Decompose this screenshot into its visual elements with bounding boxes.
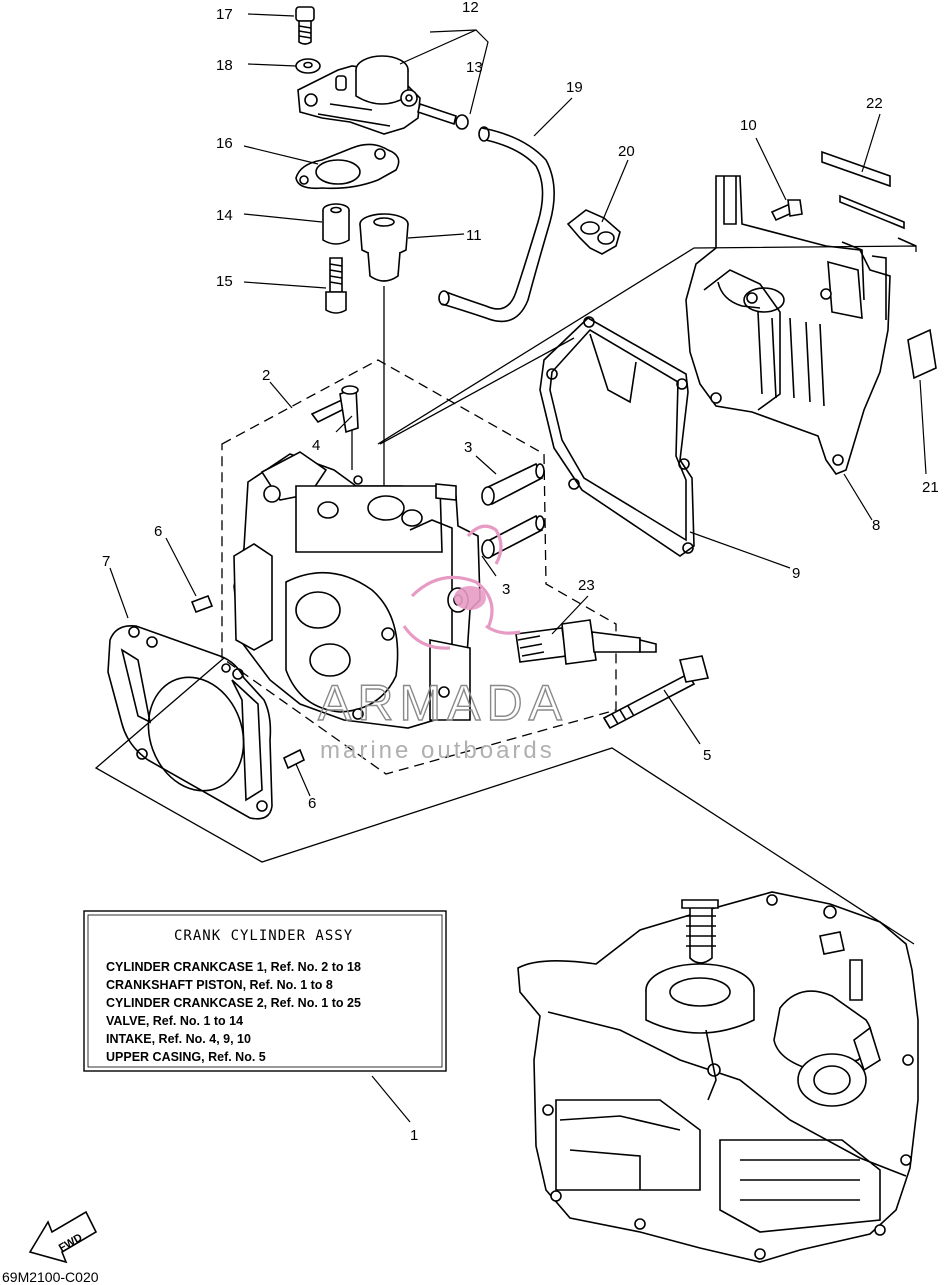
callout-6b: 6 (308, 795, 316, 812)
fitting-4 (310, 385, 359, 470)
callout-3b: 3 (502, 581, 510, 598)
callout-leaders (109, 13, 927, 1123)
diagram-code: 69M2100-C020 (2, 1269, 99, 1285)
callout-22: 22 (866, 95, 883, 112)
bolt-5 (602, 655, 710, 730)
callout-18: 18 (216, 57, 233, 74)
callout-6a: 6 (154, 523, 162, 540)
collar-14 (322, 203, 350, 245)
callout-12: 12 (462, 0, 479, 16)
callout-19: 19 (566, 79, 583, 96)
dashed-assembly-box-2 (221, 359, 617, 775)
plug-3a (481, 462, 545, 506)
callout-14: 14 (216, 207, 233, 224)
screw-13 (417, 102, 469, 130)
legend-line-5: INTAKE, Ref. No. 4, 9, 10 (106, 1032, 251, 1046)
gasket-9 (539, 316, 695, 557)
callout-4: 4 (312, 437, 320, 454)
callout-2: 2 (262, 367, 270, 384)
assembly-leader-lines (94, 245, 917, 945)
gasket-16 (295, 143, 400, 190)
plug-3b (481, 514, 545, 559)
crankcase-assembly-1 (517, 891, 919, 1263)
fwd-arrow-icon: FWD (28, 1210, 98, 1264)
callout-23: 23 (578, 577, 595, 594)
callout-1: 1 (410, 1127, 418, 1144)
callout-11: 11 (466, 227, 482, 244)
callout-7: 7 (102, 553, 110, 570)
callout-5: 5 (703, 747, 711, 764)
legend-line-6: UPPER CASING, Ref. No. 5 (106, 1050, 266, 1064)
legend-box: CRANK CYLINDER ASSY CYLINDER CRANKCASE 1… (83, 910, 447, 1072)
callout-9: 9 (792, 565, 800, 582)
callout-8: 8 (872, 517, 880, 534)
callout-17: 17 (216, 6, 233, 23)
dowel-pin-6b (282, 748, 306, 770)
callout-15: 15 (216, 273, 233, 290)
callout-21: 21 (922, 479, 939, 496)
legend-line-3: CYLINDER CRANKCASE 2, Ref. No. 1 to 25 (106, 996, 361, 1010)
thermostat-cover-12 (297, 55, 421, 135)
callout-numbers: 1 2 3 3 4 5 6 6 7 8 9 10 11 12 13 14 15 … (102, 0, 939, 1144)
watermark-brand: ARMADA (318, 675, 568, 731)
spark-plug-23 (515, 619, 657, 665)
tag-21 (907, 328, 937, 380)
head-gasket-7 (107, 624, 273, 820)
legend-line-1: CYLINDER CRANKCASE 1, Ref. No. 2 to 18 (106, 960, 361, 974)
callout-16: 16 (216, 135, 233, 152)
washer-18 (295, 58, 321, 74)
watermark-logo-accent (402, 524, 521, 650)
legend-line-4: VALVE, Ref. No. 1 to 14 (106, 1014, 243, 1028)
clip-20 (566, 209, 621, 255)
watermark-tagline: marine outboards (320, 737, 555, 764)
hose-19 (438, 126, 555, 323)
callout-10: 10 (740, 117, 757, 134)
legend-line-2: CRANKSHAFT PISTON, Ref. No. 1 to 8 (106, 978, 333, 992)
bolt-17 (295, 6, 315, 45)
callout-3a: 3 (464, 439, 472, 456)
callout-13: 13 (466, 59, 483, 76)
cylinder-block-2 (233, 451, 481, 729)
bolt-15 (325, 257, 347, 314)
label-22 (821, 150, 917, 247)
legend-title: CRANK CYLINDER ASSY (174, 928, 353, 944)
bolt-10 (770, 199, 803, 222)
thermostat-11 (359, 213, 409, 520)
callout-20: 20 (618, 143, 635, 160)
dowel-pin-6a (190, 594, 214, 614)
intake-manifold-8 (685, 175, 891, 475)
